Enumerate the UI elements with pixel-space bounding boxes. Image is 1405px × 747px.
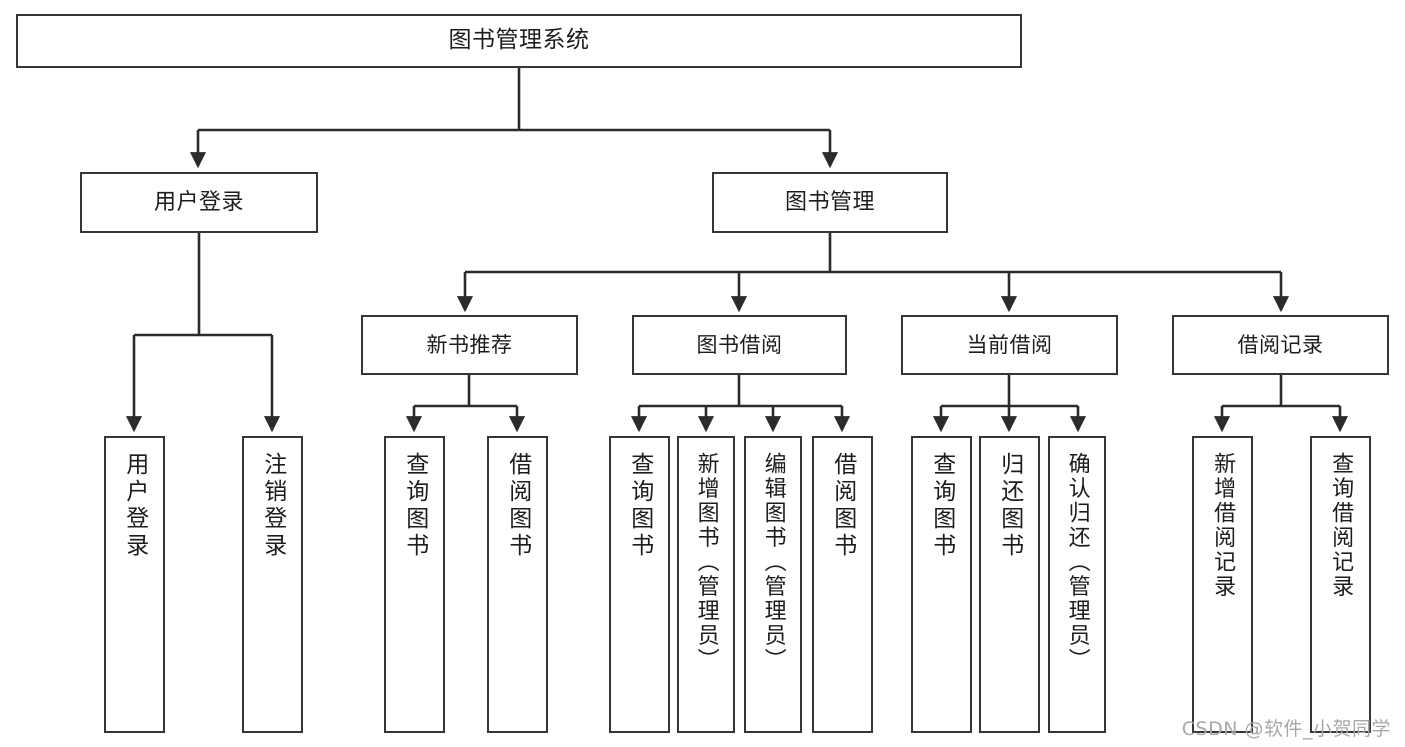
node-user-login[interactable]: 用户登录 (80, 172, 318, 233)
node-current-borrow[interactable]: 当前借阅 (901, 315, 1118, 375)
node-label: 查询图书 (928, 452, 955, 560)
node-label: 编辑图书（管理员） (760, 452, 786, 673)
node-label: 借阅记录 (1237, 332, 1324, 357)
leaf-logout[interactable]: 注销登录 (242, 436, 303, 733)
node-label: 确认归还（管理员） (1064, 452, 1090, 673)
leaf-add-book-admin[interactable]: 新增图书（管理员） (677, 436, 735, 733)
node-label: 新增图书（管理员） (693, 452, 719, 673)
node-label: 借阅图书 (829, 452, 856, 560)
node-label: 用户登录 (121, 452, 148, 560)
leaf-edit-book-admin[interactable]: 编辑图书（管理员） (744, 436, 802, 733)
leaf-borrow-books-recommend[interactable]: 借阅图书 (487, 436, 548, 733)
leaf-add-borrow-record[interactable]: 新增借阅记录 (1192, 436, 1253, 733)
node-book-borrow[interactable]: 图书借阅 (632, 315, 847, 375)
node-label: 归还图书 (996, 452, 1023, 560)
node-label: 新增借阅记录 (1210, 452, 1236, 599)
leaf-query-books-current[interactable]: 查询图书 (911, 436, 972, 733)
node-book-management[interactable]: 图书管理 (712, 172, 948, 233)
leaf-borrow-book[interactable]: 借阅图书 (812, 436, 873, 733)
leaf-confirm-return-admin[interactable]: 确认归还（管理员） (1048, 436, 1106, 733)
node-label: 图书借阅 (696, 332, 783, 357)
node-root-book-management-system[interactable]: 图书管理系统 (16, 14, 1022, 68)
node-borrow-records[interactable]: 借阅记录 (1172, 315, 1389, 375)
node-label: 借阅图书 (504, 452, 531, 560)
node-label: 当前借阅 (966, 332, 1053, 357)
node-label: 新书推荐 (426, 332, 513, 357)
node-label: 查询图书 (401, 452, 428, 560)
leaf-query-books-borrow[interactable]: 查询图书 (609, 436, 670, 733)
node-label: 注销登录 (259, 452, 286, 560)
node-label: 查询图书 (626, 452, 653, 560)
node-label: 图书管理 (784, 189, 875, 215)
node-label: 图书管理系统 (448, 27, 590, 54)
leaf-return-book[interactable]: 归还图书 (979, 436, 1040, 733)
leaf-user-login[interactable]: 用户登录 (104, 436, 165, 733)
leaf-query-borrow-record[interactable]: 查询借阅记录 (1310, 436, 1371, 733)
csdn-watermark: CSDN @软件_小贺同学 (1181, 718, 1391, 740)
leaf-query-books-recommend[interactable]: 查询图书 (384, 436, 445, 733)
node-label: 查询借阅记录 (1328, 452, 1354, 599)
node-label: 用户登录 (153, 189, 244, 215)
node-new-book-recommend[interactable]: 新书推荐 (361, 315, 578, 375)
